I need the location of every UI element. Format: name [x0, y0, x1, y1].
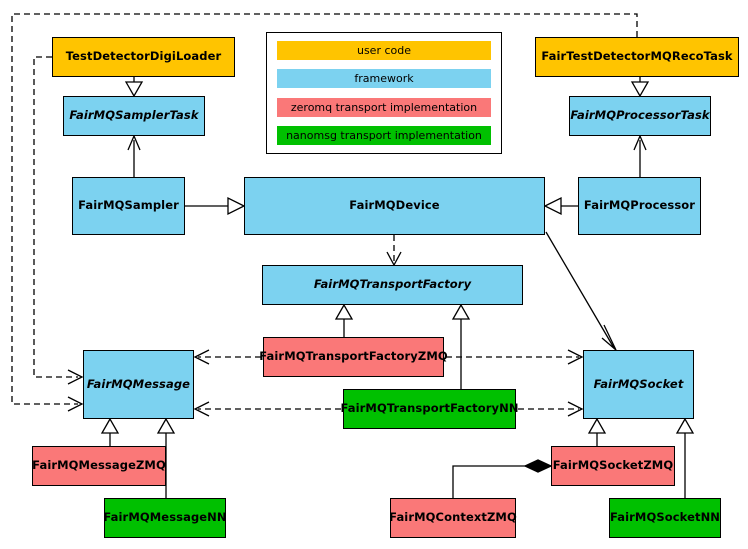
edge-contextzmq-to-socketzmq: [452, 459, 553, 498]
class-label: FairMQMessageZMQ: [32, 458, 166, 473]
edge-tfzmq-to-transportfactory: [334, 303, 354, 337]
legend-item-zeromq: zeromq transport implementation: [277, 97, 491, 117]
class-node-fairmqsocketzmq[interactable]: FairMQSocketZMQ: [551, 446, 675, 486]
edge-socketnn-to-socket: [675, 417, 695, 498]
edge-device-to-socket: [545, 231, 617, 351]
legend-item-framework: framework: [277, 69, 491, 89]
legend-panel: user code framework zeromq transport imp…: [266, 32, 502, 154]
class-label: FairMQProcessorTask: [570, 108, 710, 123]
class-label: FairMQMessage: [86, 376, 191, 391]
edge-recotask-to-processortask: [630, 77, 650, 98]
edge-sampler-to-samplertask: [127, 134, 141, 177]
class-node-fairmqsocket[interactable]: FairMQSocket: [583, 350, 694, 419]
legend-label-framework: framework: [354, 72, 414, 86]
edge-digiloader-to-message: [33, 56, 84, 385]
class-node-fairmqprocessortask[interactable]: FairMQProcessorTask: [569, 96, 711, 136]
legend-label-zeromq: zeromq transport implementation: [290, 100, 478, 114]
edge-recotask-to-message: [11, 13, 638, 412]
class-label: FairMQSampler: [78, 198, 179, 213]
edge-tfnn-to-socket: [518, 401, 584, 417]
edge-processor-to-device: [543, 196, 578, 216]
class-label: FairMQProcessor: [583, 198, 696, 213]
class-node-fairmqsocketnn[interactable]: FairMQSocketNN: [609, 498, 721, 538]
class-label: FairMQTransportFactoryNN: [340, 401, 519, 416]
edge-processor-to-processortask: [633, 134, 647, 177]
class-node-fairtestdetectormqrecotask[interactable]: FairTestDetectorMQRecoTask: [535, 37, 739, 77]
legend-item-nanomsg: nanomsg transport implementation: [277, 125, 491, 145]
legend-item-user-code: user code: [277, 41, 491, 60]
legend-label-user-code: user code: [356, 44, 412, 57]
class-node-testdetectordigiloader[interactable]: TestDetectorDigiLoader: [52, 37, 235, 77]
class-label: FairMQMessageNN: [103, 510, 227, 525]
edge-tfzmq-to-message: [193, 349, 261, 365]
edge-tfnn-to-transportfactory: [451, 303, 471, 389]
class-node-fairmqcontextzmq[interactable]: FairMQContextZMQ: [389, 498, 517, 538]
class-node-fairmqmessage[interactable]: FairMQMessage: [83, 350, 194, 419]
edge-device-to-transportfactory: [386, 235, 402, 267]
class-node-fairmqmessagezmq[interactable]: FairMQMessageZMQ: [32, 446, 166, 486]
edge-tfnn-to-message: [193, 401, 341, 417]
edge-sampler-to-device: [185, 196, 246, 216]
class-label: FairMQSocketNN: [609, 510, 721, 525]
class-label: TestDetectorDigiLoader: [65, 49, 222, 64]
class-node-fairmqsampler[interactable]: FairMQSampler: [72, 177, 185, 235]
class-label: FairMQTransportFactory: [313, 277, 472, 292]
class-node-fairmqtransportfactorynn[interactable]: FairMQTransportFactoryNN: [340, 389, 519, 429]
class-label: FairMQContextZMQ: [389, 510, 517, 525]
edge-messagezmq-to-message: [100, 417, 120, 446]
legend-label-nanomsg: nanomsg transport implementation: [286, 128, 482, 142]
class-label: FairMQTransportFactoryZMQ: [259, 349, 448, 364]
class-node-fairmqprocessor[interactable]: FairMQProcessor: [578, 177, 701, 235]
class-label: FairMQDevice: [349, 198, 440, 213]
class-node-fairmqdevice[interactable]: FairMQDevice: [244, 177, 545, 235]
class-node-fairmqtransportfactoryzmq[interactable]: FairMQTransportFactoryZMQ: [259, 337, 448, 377]
edge-socketzmq-to-socket: [587, 417, 607, 446]
class-node-fairmqmessagenn[interactable]: FairMQMessageNN: [103, 498, 227, 538]
class-label: FairTestDetectorMQRecoTask: [541, 49, 733, 64]
class-node-fairmqtransportfactory[interactable]: FairMQTransportFactory: [262, 265, 523, 305]
class-label: FairMQSamplerTask: [69, 108, 199, 123]
edge-messagenn-to-message: [156, 417, 176, 498]
class-node-fairmqsamplertask[interactable]: FairMQSamplerTask: [63, 96, 205, 136]
edge-digiloader-to-samplertask: [124, 77, 144, 98]
class-label: FairMQSocket: [593, 376, 684, 391]
edge-tfzmq-to-socket: [446, 349, 584, 365]
class-label: FairMQSocketZMQ: [552, 458, 674, 473]
